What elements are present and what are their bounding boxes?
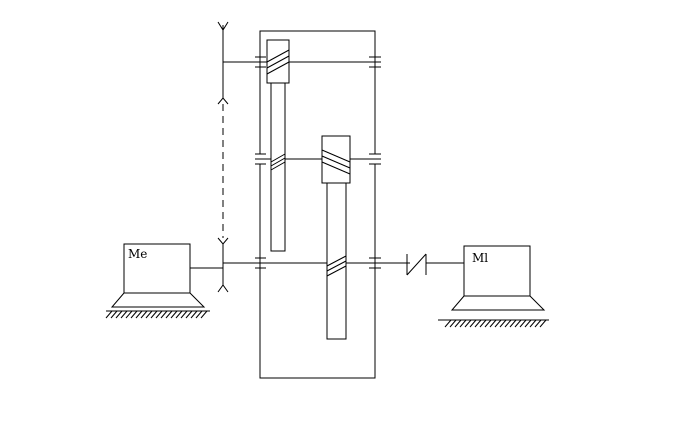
bearings [255, 56, 381, 269]
ground-hatch-left [105, 310, 208, 319]
motor-left: Me [106, 243, 223, 312]
gearbox-housing [259, 30, 376, 379]
pinion-shaft-left [270, 82, 286, 252]
shaft-coupling [406, 253, 464, 276]
motor-right-label: Ml [472, 251, 488, 265]
ground-hatch-right [444, 319, 547, 328]
helical-gear-middle [321, 135, 351, 184]
helical-gear-top [266, 39, 290, 84]
motor-left-label: Me [128, 247, 147, 261]
axial-shift-indicator [217, 21, 229, 293]
motor-right: Ml [438, 245, 549, 321]
pinion-shaft-right [326, 182, 347, 340]
